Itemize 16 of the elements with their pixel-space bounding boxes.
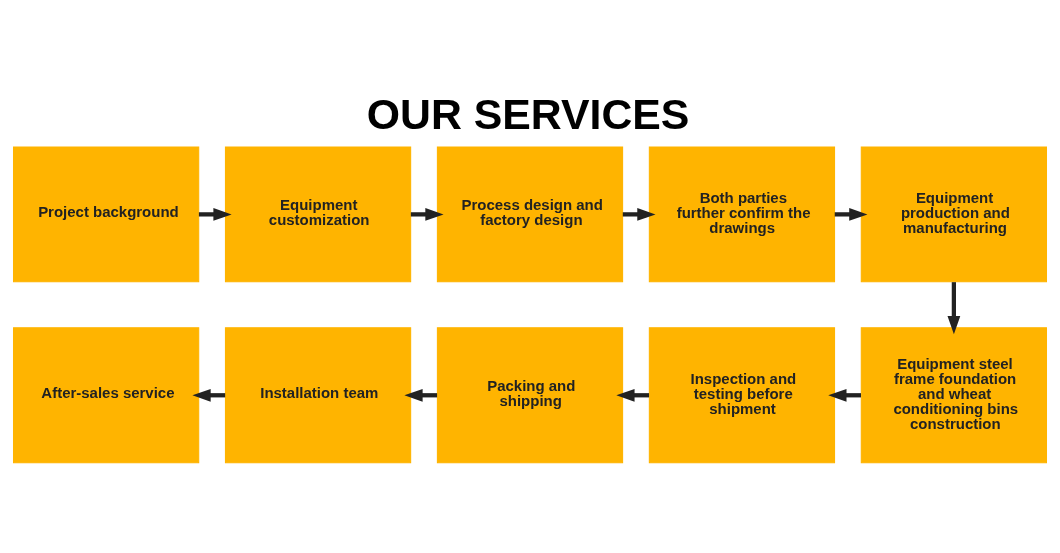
node-box: After-sales service <box>13 326 200 463</box>
arrow <box>947 281 961 334</box>
node-box: Equipment steel frame foundation and wheat conditioning bins construction <box>860 326 1047 463</box>
diagram-title: OUR SERVICES <box>366 89 690 138</box>
arrow <box>622 207 656 221</box>
node-box: Packing and shipping <box>436 326 624 463</box>
arrow <box>834 207 868 221</box>
node-box: Project background <box>13 145 200 282</box>
node-box: Equipment customization <box>224 145 412 282</box>
node-box: Both parties further confirm the drawings <box>648 145 836 282</box>
arrow <box>198 207 232 221</box>
node-box: Equipment production and manufacturing <box>860 145 1047 282</box>
node-box: Installation team <box>224 326 412 463</box>
node-box: Process design and factory design <box>436 145 624 282</box>
node-box: Inspection and testing before shipment <box>648 326 836 463</box>
arrow <box>410 207 444 221</box>
